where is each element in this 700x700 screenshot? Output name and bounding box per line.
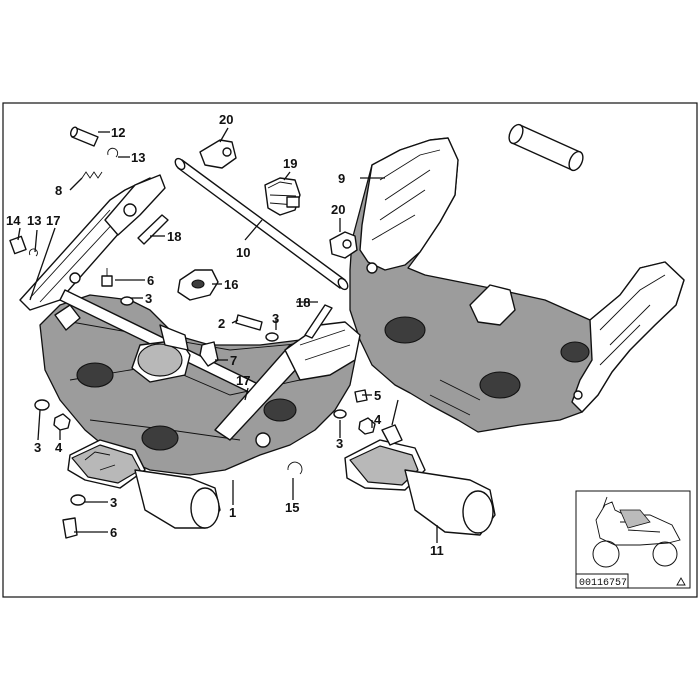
part-14-sleeve xyxy=(9,235,27,255)
callout-17-upper: 17 xyxy=(46,213,60,228)
callout-20-top: 20 xyxy=(219,112,233,127)
callout-10: 10 xyxy=(236,245,250,260)
part-13-circlip-top xyxy=(107,147,119,158)
callout-5: 5 xyxy=(374,388,381,403)
part-19-gear xyxy=(264,177,301,216)
part-5-screw xyxy=(354,389,368,403)
callout-12: 12 xyxy=(111,125,125,140)
callout-17-lower: 17 xyxy=(236,373,250,388)
part-15-circlip xyxy=(287,461,303,475)
callout-11: 11 xyxy=(430,543,444,558)
callout-3-left: 3 xyxy=(34,440,41,455)
callout-3-mid: 3 xyxy=(272,311,279,326)
callout-2: 2 xyxy=(218,316,225,331)
callout-13-left: 13 xyxy=(27,213,41,228)
part-3-washer-e xyxy=(70,494,86,506)
callout-8: 8 xyxy=(55,183,62,198)
part-12-pin xyxy=(70,126,99,147)
callout-3-lower: 3 xyxy=(110,495,117,510)
part-7-clip xyxy=(199,341,219,367)
callout-20-mid: 20 xyxy=(331,202,345,217)
part-18-link-upper xyxy=(137,214,169,245)
part-6-bolt-lower xyxy=(62,517,78,539)
leader-lines xyxy=(17,127,438,543)
callout-6-upper: 6 xyxy=(147,273,154,288)
part-11-actuator xyxy=(344,399,496,536)
callout-4-left: 4 xyxy=(55,440,63,455)
part-3-washer-b xyxy=(265,332,279,342)
diagram-border xyxy=(2,102,698,598)
motorcycle-thumbnail: 00116757 xyxy=(575,490,691,589)
part-9-subframe xyxy=(349,137,685,433)
part-6-bolt-upper xyxy=(101,268,113,287)
part-2-bolt xyxy=(235,314,263,331)
callout-18-upper: 18 xyxy=(167,229,181,244)
callout-4-right: 4 xyxy=(374,412,382,427)
part-17-lever-left xyxy=(19,174,166,311)
callout-18-lower: 18 xyxy=(296,295,310,310)
part-10-shaft xyxy=(174,157,349,291)
part-17-lever-right xyxy=(214,321,361,448)
callout-1: 1 xyxy=(229,505,236,520)
part-4-nut-left xyxy=(53,413,71,431)
callout-13-top: 13 xyxy=(131,150,145,165)
callout-3-right: 3 xyxy=(336,436,343,451)
part-3-washer-d xyxy=(34,399,50,411)
callout-3-upper: 3 xyxy=(145,291,152,306)
callout-6-lower: 6 xyxy=(110,525,117,540)
callout-14: 14 xyxy=(6,213,21,228)
callout-labels: 12 13 8 14 13 17 18 20 19 10 20 9 6 3 16… xyxy=(6,112,444,558)
callout-19: 19 xyxy=(283,156,297,171)
callout-15: 15 xyxy=(285,500,299,515)
part-3-washer-a xyxy=(120,296,134,306)
part-3-washer-c xyxy=(333,409,347,419)
diagram-id: 00116757 xyxy=(579,578,627,589)
cross-shaft xyxy=(59,289,261,396)
part-20-brackets xyxy=(199,139,358,259)
part-18-link-lower xyxy=(304,304,333,339)
part-13-circlip-left xyxy=(29,248,38,257)
part-16-cover xyxy=(177,269,219,301)
part-1-frame xyxy=(39,294,356,476)
cylinder-part xyxy=(508,123,584,172)
part-8-spring xyxy=(81,171,103,179)
callout-7: 7 xyxy=(230,353,237,368)
servo-motor-left xyxy=(67,439,221,529)
callout-9: 9 xyxy=(338,171,345,186)
callout-16: 16 xyxy=(224,277,238,292)
part-4-nut-right xyxy=(358,417,376,435)
